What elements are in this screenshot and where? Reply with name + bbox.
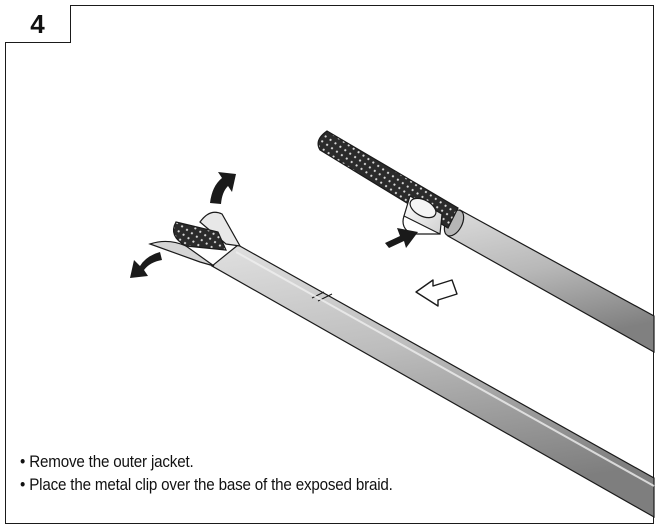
instruction-text: Place the metal clip over the base of th… <box>29 476 393 494</box>
instruction-item: •Place the metal clip over the base of t… <box>20 474 393 497</box>
step-number: 4 <box>30 8 45 39</box>
left-cable-braid <box>173 221 227 251</box>
peeled-jacket-flap-top <box>199 211 242 247</box>
right-cable-jacket <box>447 209 655 354</box>
metal-clip <box>402 195 443 235</box>
left-cable-jacket <box>210 244 655 519</box>
instruction-item: •Remove the outer jacket. <box>20 451 393 474</box>
peel-left-arrow-icon <box>130 252 162 278</box>
instruction-text: Remove the outer jacket. <box>29 453 194 471</box>
bullet-icon: • <box>20 453 26 471</box>
right-cable <box>317 130 655 354</box>
push-clip-arrow-icon <box>385 228 418 248</box>
peeled-jacket-flap-bottom <box>148 240 215 267</box>
peel-up-arrow-icon <box>210 172 236 204</box>
instruction-list: •Remove the outer jacket. •Place the met… <box>20 451 393 497</box>
left-cable <box>130 172 655 519</box>
slide-direction-arrow-icon <box>415 279 458 307</box>
step-number-box: 4 <box>5 5 71 43</box>
bullet-icon: • <box>20 476 26 494</box>
